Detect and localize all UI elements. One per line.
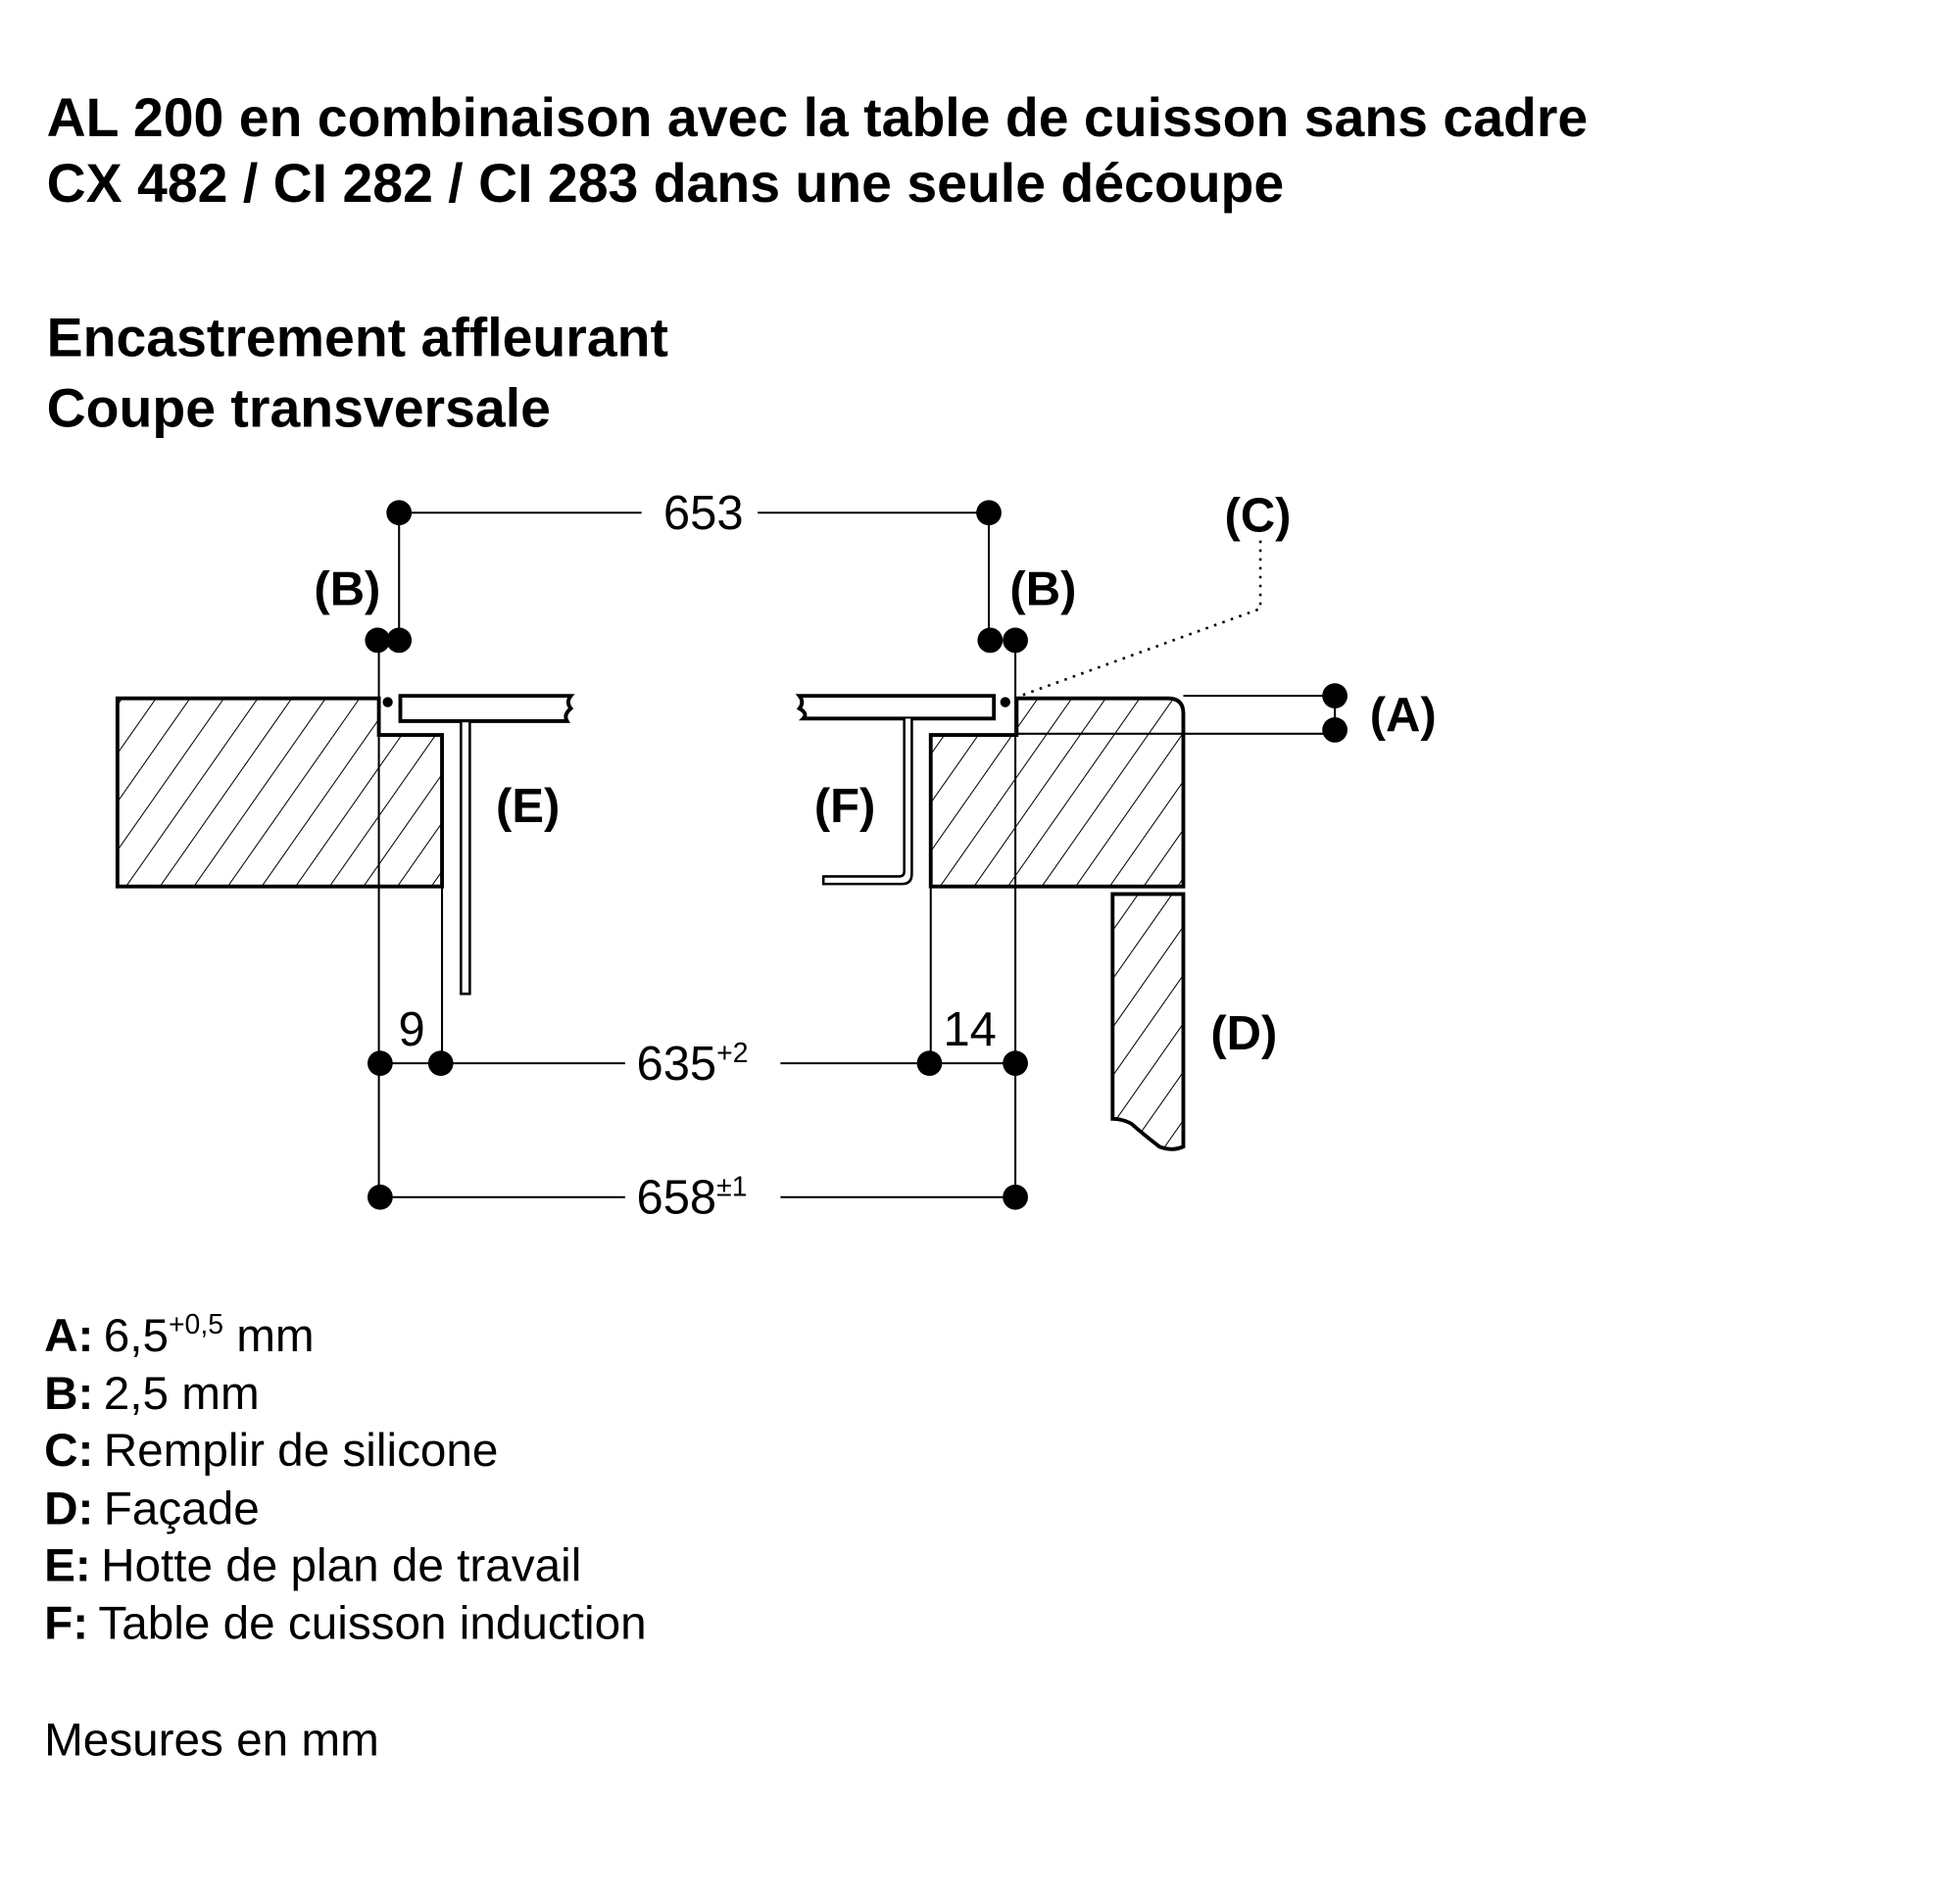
hood-cover-plate <box>398 694 575 723</box>
units-note: Mesures en mm <box>44 1714 379 1766</box>
cooktop-bracket <box>821 718 913 886</box>
dim-653: 653 <box>663 487 744 540</box>
label-e: (E) <box>496 780 560 833</box>
dimension-dots <box>365 500 1348 1210</box>
label-d: (D) <box>1210 1007 1277 1060</box>
legend-item-b: B:2,5 mm <box>44 1368 260 1420</box>
subtitle-line-2: Coupe transversale <box>47 378 551 439</box>
label-b-left: (B) <box>314 562 380 615</box>
dim-9: 9 <box>398 1003 424 1056</box>
left-worktop <box>115 696 444 889</box>
subtitle-line-1: Encastrement affleurant <box>47 307 668 367</box>
dim-635: 635+2 <box>636 1038 748 1091</box>
legend-item-c: C:Remplir de silicone <box>44 1425 498 1477</box>
facade-panel <box>1110 892 1186 1151</box>
label-f: (F) <box>814 780 876 833</box>
legend-item-f: F:Table de cuisson induction <box>44 1598 647 1650</box>
cooktop-plate <box>795 694 997 721</box>
legend-item-e: E:Hotte de plan de travail <box>44 1539 581 1591</box>
label-b-right: (B) <box>1009 562 1076 615</box>
gap-dot-right <box>1000 697 1010 707</box>
legend: A:6,5+0,5 mm B:2,5 mm C:Remplir de silic… <box>44 1309 647 1650</box>
label-c: (C) <box>1225 490 1292 543</box>
dim-658: 658±1 <box>636 1171 747 1224</box>
title-line-2: CX 482 / CI 282 / CI 283 dans une seule … <box>47 153 1285 214</box>
title-line-1: AL 200 en combinaison avec la table de c… <box>47 87 1589 148</box>
dimension-lines <box>377 511 1337 1198</box>
gap-dot-left <box>382 697 393 707</box>
dim-14: 14 <box>943 1003 996 1056</box>
label-a: (A) <box>1370 689 1437 742</box>
legend-item-a: A:6,5+0,5 mm <box>44 1309 315 1362</box>
right-worktop <box>928 696 1186 889</box>
legend-item-d: D:Façade <box>44 1483 260 1534</box>
hood-stem <box>460 719 471 996</box>
